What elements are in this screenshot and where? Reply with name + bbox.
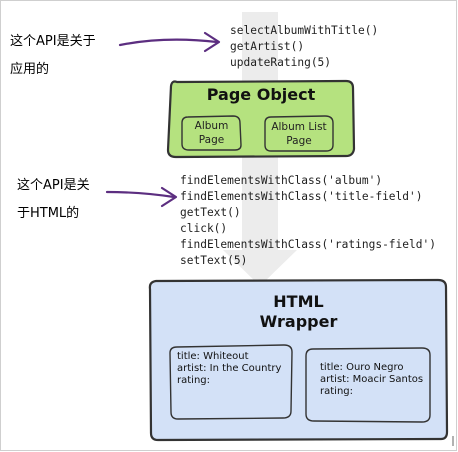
api-call-click: click()	[180, 222, 228, 235]
html-wrapper-title-line2: Wrapper	[259, 312, 338, 331]
api-call-set-text: setText(5)	[180, 254, 248, 267]
album-list-page-box	[264, 115, 334, 152]
api-call-get-artist: getArtist()	[230, 40, 305, 53]
album-list-page-label-line2: Page	[286, 135, 312, 147]
album-card-1: title: Whiteout artist: In the Country r…	[177, 351, 281, 387]
album-card-2-rating: rating:	[320, 386, 353, 397]
album-card-2-artist: artist: Moacir Santos	[320, 374, 424, 385]
page-object-title: Page Object	[206, 85, 316, 104]
api-call-find-album: findElementsWithClass('album')	[180, 174, 383, 187]
html-api-arrow	[105, 190, 176, 199]
api-call-find-title-field: findElementsWithClass('title-field')	[180, 190, 423, 203]
html-api-note-line2: 于HTML的	[17, 206, 80, 221]
html-api-arrowhead	[160, 186, 178, 208]
api-call-update-rating: updateRating(5)	[230, 56, 332, 69]
album-page-label-line1: Album	[194, 120, 229, 132]
album-card-2-title: title: Ouro Negro	[320, 362, 404, 373]
album-card-box-2	[305, 347, 431, 423]
album-list-page-label-line1: Album List	[271, 121, 327, 133]
album-page-label-line2: Page	[198, 134, 225, 146]
api-call-select-album: selectAlbumWithTitle()	[230, 24, 379, 37]
html-api-note-line1: 这个API是关	[17, 178, 90, 193]
api-call-find-ratings-field: findElementsWithClass('ratings-field')	[180, 238, 436, 251]
api-call-get-text: getText()	[180, 206, 241, 219]
album-card-1-title: title: Whiteout	[177, 351, 249, 362]
album-card-box-1	[169, 344, 293, 420]
app-api-arrowhead	[203, 31, 221, 53]
html-wrapper-title-line1: HTML	[273, 292, 324, 311]
app-api-arrow	[118, 38, 219, 47]
app-api-note-line2: 应用的	[10, 62, 50, 77]
album-card-2: title: Ouro Negro artist: Moacir Santos …	[320, 362, 423, 398]
html-wrapper-box	[148, 278, 449, 442]
album-card-1-rating: rating:	[177, 375, 210, 386]
album-card-1-artist: artist: In the Country	[177, 363, 282, 374]
page-object-box	[166, 79, 356, 159]
app-api-note-line1: 这个API是关于	[10, 34, 96, 49]
album-page-box	[181, 115, 242, 151]
